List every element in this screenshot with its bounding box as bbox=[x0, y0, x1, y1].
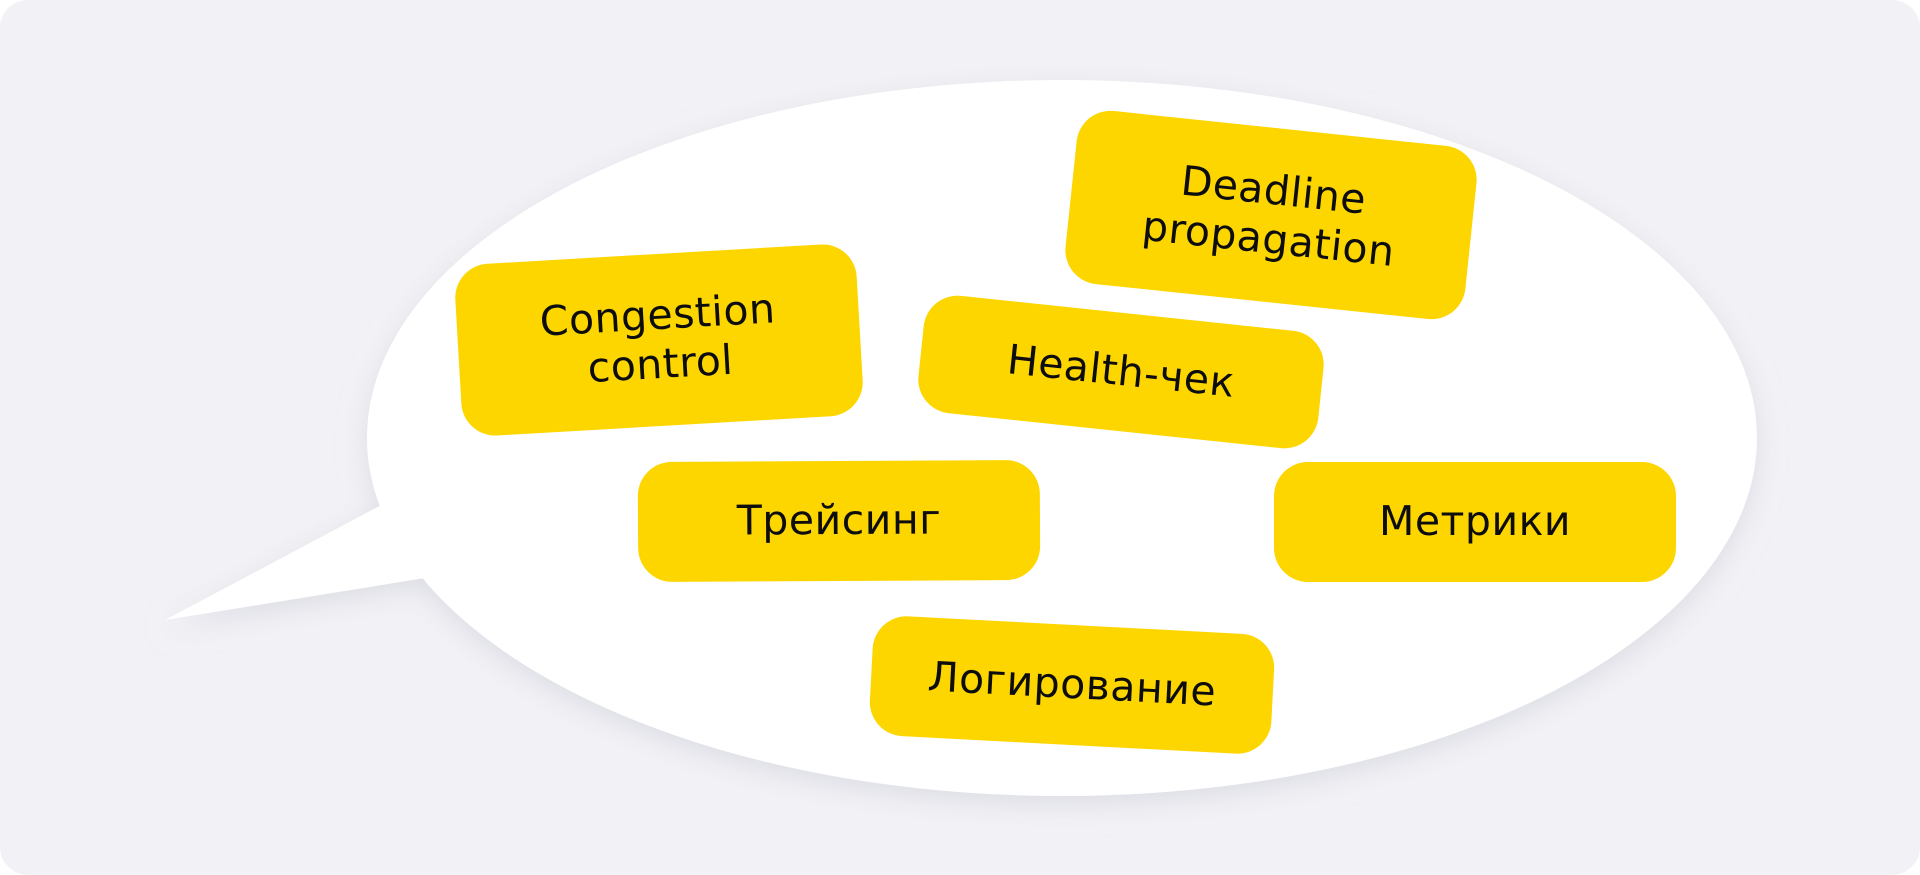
tag-metrics-label: Метрики bbox=[1378, 497, 1572, 546]
tag-health-label: Health-чек bbox=[1004, 335, 1238, 408]
tag-congestion-control: Congestion control bbox=[453, 242, 865, 438]
tag-tracing: Трейсинг bbox=[637, 459, 1041, 583]
tag-logging-label: Логирование bbox=[926, 652, 1218, 716]
tag-logging: Логирование bbox=[868, 614, 1276, 756]
tag-tracing-label: Трейсинг bbox=[736, 495, 942, 545]
tag-metrics: Метрики bbox=[1274, 462, 1676, 582]
